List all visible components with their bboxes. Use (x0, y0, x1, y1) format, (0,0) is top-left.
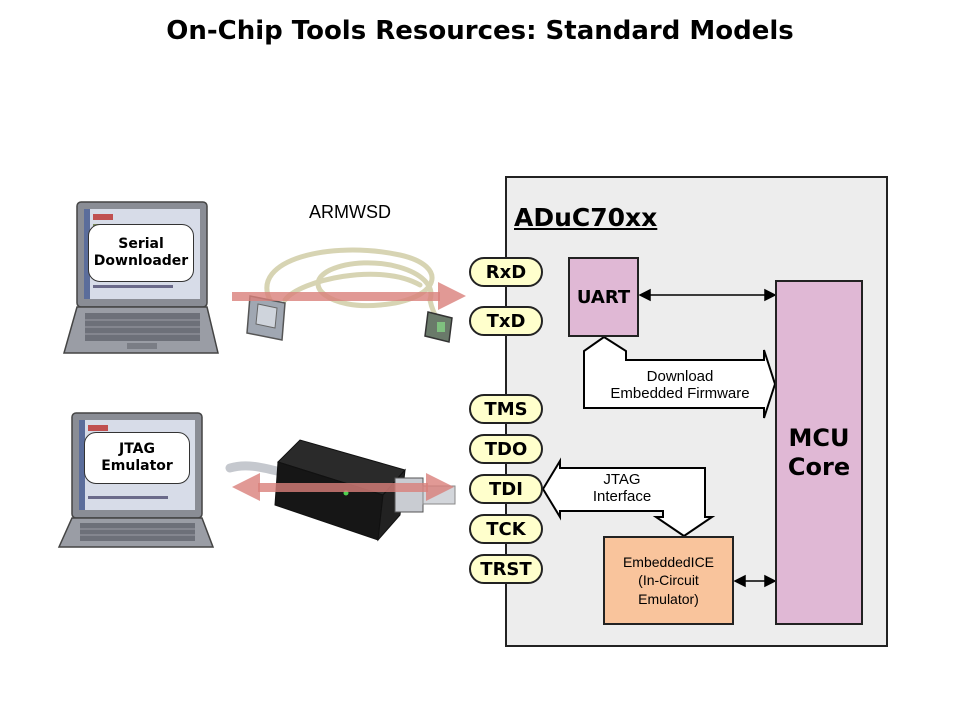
serial-label-line2: Downloader (93, 253, 189, 269)
serial-downloader-label: Serial Downloader (88, 224, 194, 282)
uart-block: UART (568, 257, 639, 337)
download-firmware-label: Download Embedded Firmware (590, 368, 770, 403)
jtag-signal-arrow (232, 473, 454, 501)
download-label-line1: Download (646, 368, 714, 385)
ice-label-line3: Emulator) (638, 590, 699, 607)
chip-title: ADuC70xx (514, 203, 658, 232)
download-label-line2: Embedded Firmware (610, 385, 750, 403)
ice-label-line1: EmbeddedICE (622, 554, 715, 571)
serial-signal-arrow (232, 282, 466, 310)
jtag-interface-label: JTAG Interface (566, 471, 678, 506)
jtag-label-line2: Interface (592, 488, 652, 506)
pin-tck: TCK (469, 514, 543, 544)
mcu-label-line2: Core (787, 452, 851, 481)
mcu-label-line1: MCU (788, 423, 850, 452)
pin-tms: TMS (469, 394, 543, 424)
pin-trst: TRST (469, 554, 543, 584)
jtag-emu-label-line1: JTAG (119, 441, 155, 458)
pin-tdo: TDO (469, 434, 543, 464)
uart-label: UART (576, 286, 631, 308)
page-title: On-Chip Tools Resources: Standard Models (166, 16, 794, 46)
serial-cable-label: ARMWSD (309, 202, 391, 222)
embedded-ice-block: EmbeddedICE (In-Circuit Emulator) (603, 536, 734, 625)
db9-connector-icon (246, 295, 286, 341)
jtag-emulator-label: JTAG Emulator (84, 432, 190, 484)
jtag-emu-label-line2: Emulator (101, 458, 173, 474)
pin-tdi: TDI (469, 474, 543, 504)
pin-txd: TxD (469, 306, 543, 336)
serial-label-line1: Serial (118, 236, 164, 253)
pin-rxd: RxD (469, 257, 543, 287)
ice-label-line2: (In-Circuit (638, 572, 699, 589)
rj-connector-icon (424, 311, 453, 343)
mcu-core-block: MCU Core (775, 280, 863, 625)
jtag-label-line1: JTAG (603, 471, 641, 488)
